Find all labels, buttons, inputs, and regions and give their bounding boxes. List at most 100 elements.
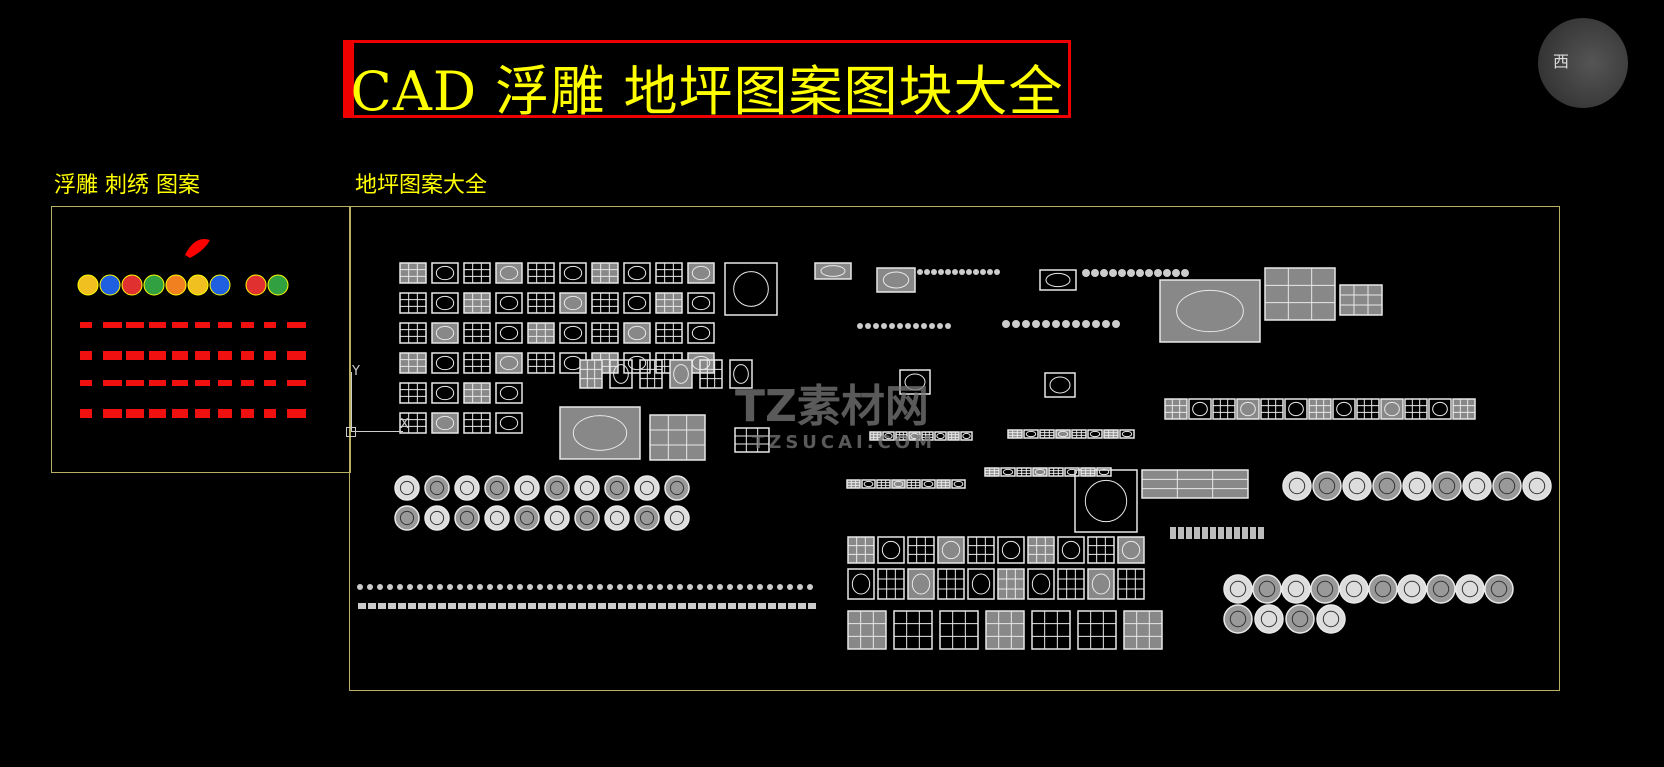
relief-motif	[172, 380, 188, 386]
border-pattern-dot	[767, 584, 773, 590]
floor-pattern-block	[655, 322, 683, 344]
border-pattern-block	[568, 603, 576, 609]
round-pattern-block	[1455, 574, 1485, 604]
floor-pattern-block	[997, 568, 1025, 600]
pattern-medallion	[923, 480, 934, 488]
round-pattern-inner	[1316, 580, 1334, 598]
border-pattern-block	[478, 603, 486, 609]
pattern-medallion	[563, 295, 583, 311]
round-pattern-block	[424, 505, 450, 531]
round-pattern-inner	[399, 510, 415, 526]
floor-pattern-block	[1260, 398, 1284, 420]
floor-pattern-block	[527, 352, 555, 374]
floor-pattern-frame	[349, 206, 1560, 691]
border-pattern-block	[458, 603, 466, 609]
round-pattern-block	[604, 475, 630, 501]
floor-pattern-block	[869, 431, 882, 441]
relief-motif	[172, 409, 188, 418]
pattern-medallion	[691, 325, 711, 341]
relief-motif	[264, 409, 276, 418]
round-pattern-block	[1252, 574, 1282, 604]
border-pattern-block	[718, 603, 726, 609]
round-pattern-inner	[1260, 610, 1278, 628]
floor-pattern-block	[655, 292, 683, 314]
floor-pattern-block	[1057, 568, 1085, 600]
round-pattern-block	[1310, 574, 1340, 604]
border-pattern-dot	[1136, 269, 1144, 277]
round-pattern-block	[544, 505, 570, 531]
round-pattern-block	[1402, 471, 1432, 501]
relief-motif	[80, 322, 92, 328]
border-pattern-dot	[697, 584, 703, 590]
floor-pattern-block	[1027, 536, 1055, 564]
border-pattern-dot	[1032, 320, 1040, 328]
round-pattern-block	[634, 505, 660, 531]
relief-motif	[218, 322, 232, 328]
relief-motif	[264, 322, 276, 328]
viewcube-compass[interactable]	[1538, 18, 1628, 108]
floor-pattern-block	[861, 479, 876, 489]
border-pattern-block	[498, 603, 506, 609]
round-pattern-block	[454, 475, 480, 501]
floor-pattern-block	[847, 568, 875, 600]
floor-pattern-block	[729, 359, 753, 389]
floor-pattern-block	[687, 292, 715, 314]
floor-pattern-block	[908, 431, 921, 441]
round-pattern-inner	[1490, 580, 1508, 598]
pattern-medallion	[893, 480, 904, 488]
border-pattern-block	[548, 603, 556, 609]
round-pattern-inner	[1345, 580, 1363, 598]
floor-pattern-block	[1141, 469, 1249, 499]
border-pattern-dot	[387, 584, 393, 590]
round-pattern-inner	[1288, 477, 1306, 495]
border-pattern-dot	[1082, 320, 1090, 328]
round-pattern-block	[1254, 604, 1284, 634]
pattern-medallion	[563, 265, 583, 281]
round-pattern-block	[1426, 574, 1456, 604]
round-pattern-block	[1339, 574, 1369, 604]
pattern-medallion	[863, 480, 874, 488]
relief-medallion	[121, 274, 143, 296]
relief-motif	[287, 409, 306, 418]
border-pattern-block	[808, 603, 816, 609]
floor-pattern-block	[431, 352, 459, 374]
border-pattern-block	[518, 603, 526, 609]
pattern-medallion	[1432, 401, 1448, 417]
round-pattern-inner	[579, 480, 595, 496]
floor-pattern-block	[591, 292, 619, 314]
pattern-medallion	[499, 265, 519, 281]
pattern-medallion	[733, 271, 769, 307]
floor-pattern-block	[431, 382, 459, 404]
pattern-medallion	[499, 325, 519, 341]
floor-pattern-block	[847, 610, 887, 650]
floor-pattern-block	[1119, 429, 1135, 439]
watermark-main: TZ素材网	[735, 381, 929, 432]
floor-pattern-block	[463, 412, 491, 434]
round-pattern-inner	[639, 480, 655, 496]
relief-medallion	[209, 274, 231, 296]
round-pattern-block	[1223, 574, 1253, 604]
floor-pattern-block	[579, 359, 603, 389]
relief-motif	[103, 409, 122, 418]
border-pattern-dot	[1062, 320, 1070, 328]
round-pattern-inner	[579, 510, 595, 526]
border-pattern-dot	[607, 584, 613, 590]
round-pattern-block	[1312, 471, 1342, 501]
round-pattern-block	[1462, 471, 1492, 501]
border-pattern-dot	[1091, 269, 1099, 277]
border-pattern-dot	[467, 584, 473, 590]
border-pattern-dot	[952, 269, 958, 275]
border-pattern-block	[1210, 527, 1216, 539]
pattern-medallion	[627, 295, 647, 311]
floor-pattern-block	[893, 610, 933, 650]
relief-motif	[103, 380, 122, 386]
border-pattern-dot	[637, 584, 643, 590]
round-pattern-block	[1281, 574, 1311, 604]
pattern-medallion	[1001, 540, 1021, 560]
floor-pattern-block	[1016, 467, 1032, 477]
pattern-medallion	[851, 573, 871, 595]
border-pattern-dot	[667, 584, 673, 590]
floor-pattern-block	[1048, 467, 1064, 477]
border-pattern-dot	[1102, 320, 1110, 328]
